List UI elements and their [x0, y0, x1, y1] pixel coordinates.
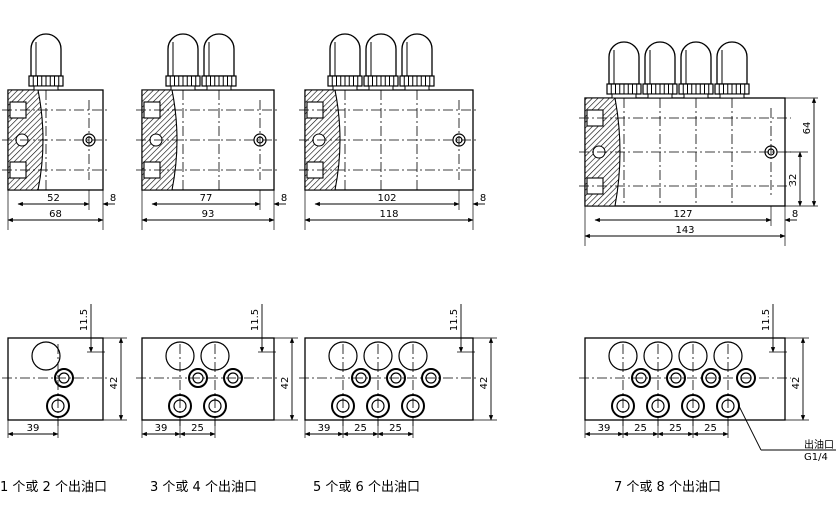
unit-3-dim-depth-label: 42	[479, 377, 490, 390]
unit-4-dim-depth-label: 42	[791, 377, 802, 390]
unit-3-dim-spacing-label-2: 25	[389, 423, 402, 434]
unit-4-pump-4-neck	[719, 93, 745, 99]
unit-4-outlet-ring-1	[631, 368, 651, 388]
unit-1-dim-top-offset-label: 11.5	[79, 309, 90, 331]
unit-4-dim-spacing-label-1: 25	[634, 423, 647, 434]
unit-1-pump-1-neck	[33, 85, 59, 91]
unit-2-pump-1-cap	[167, 33, 199, 77]
unit-4-dim-total-label: 143	[675, 225, 694, 236]
unit-2-dim-side-label: 8	[281, 193, 287, 204]
outlet-thread-text: G1/4	[804, 452, 828, 463]
unit-4-pump-4-cap	[716, 41, 748, 85]
unit-2-outlet-ring-1	[188, 368, 208, 388]
unit-3-outlet-ring-1	[351, 368, 371, 388]
unit-3-pump-1-cap	[329, 33, 361, 77]
unit-1-plan-pump-1	[31, 341, 61, 371]
unit-4-dim-side-label: 8	[792, 209, 798, 220]
unit-4-dim-height-small-label: 32	[788, 174, 799, 187]
unit-4-dim-first-label: 39	[598, 423, 611, 434]
unit-1-dim-first-label: 39	[27, 423, 40, 434]
unit-3-dim-spacing-label-1: 25	[354, 423, 367, 434]
unit-4-dim-pitch-label: 127	[673, 209, 692, 220]
unit-2-pump-2-neck	[206, 85, 232, 91]
unit-3-pump-2-cap	[365, 33, 397, 77]
unit-3-dim-side-label: 8	[480, 193, 486, 204]
unit-2-dim-total-label: 93	[202, 209, 215, 220]
unit-2-plan-body	[141, 337, 275, 421]
unit-3-outlet-ring-2	[386, 368, 406, 388]
unit-3-pump-3-neck	[404, 85, 430, 91]
caption-unit-1: 1 个或 2 个出油口	[0, 480, 107, 495]
unit-1-dim-depth-label: 42	[109, 377, 120, 390]
unit-4-pump-3-neck	[683, 93, 709, 99]
caption-unit-3: 5 个或 6 个出油口	[313, 480, 420, 495]
unit-1-dim-total-label: 68	[49, 209, 62, 220]
unit-2-outlet-ring-2	[223, 368, 243, 388]
unit-1-dim-pitch-label: 52	[47, 193, 60, 204]
unit-4-pump-1-cap	[608, 41, 640, 85]
unit-1-outlet-ring-1	[54, 368, 74, 388]
unit-2-dim-spacing-label-1: 25	[191, 423, 204, 434]
unit-2-pump-2-cap	[203, 33, 235, 77]
unit-3-dim-first-label: 39	[318, 423, 331, 434]
unit-1-pump-1-cap	[30, 33, 62, 77]
unit-3-pump-3-cap	[401, 33, 433, 77]
unit-2-dim-first-label: 39	[155, 423, 168, 434]
unit-4-pump-2-cap	[644, 41, 676, 85]
unit-2-pump-1-neck	[170, 85, 196, 91]
unit-4-outlet-ring-2	[666, 368, 686, 388]
caption-unit-4: 7 个或 8 个出油口	[614, 480, 721, 495]
unit-1-dim-side-label: 8	[110, 193, 116, 204]
unit-2-dim-pitch-label: 77	[200, 193, 213, 204]
outlet-leader	[738, 405, 762, 451]
unit-3-dim-total-label: 118	[379, 209, 398, 220]
unit-3-dim-pitch-label: 102	[377, 193, 396, 204]
unit-4-dim-height-total-label: 64	[802, 122, 813, 135]
unit-2-dim-top-offset-label: 11.5	[250, 309, 261, 331]
caption-unit-2: 3 个或 4 个出油口	[150, 480, 257, 495]
unit-3-dim-top-offset-label: 11.5	[449, 309, 460, 331]
unit-4-pump-2-neck	[647, 93, 673, 99]
unit-4-dim-spacing-label-2: 25	[669, 423, 682, 434]
unit-3-pump-1-neck	[332, 85, 358, 91]
unit-3-pump-2-neck	[368, 85, 394, 91]
unit-4-pump-1-neck	[611, 93, 637, 99]
unit-2-dim-depth-label: 42	[280, 377, 291, 390]
unit-4-dim-top-offset-label: 11.5	[761, 309, 772, 331]
outlet-label-text: 出油口	[804, 438, 834, 451]
unit-4-dim-spacing-label-3: 25	[704, 423, 717, 434]
unit-4-pump-3-cap	[680, 41, 712, 85]
